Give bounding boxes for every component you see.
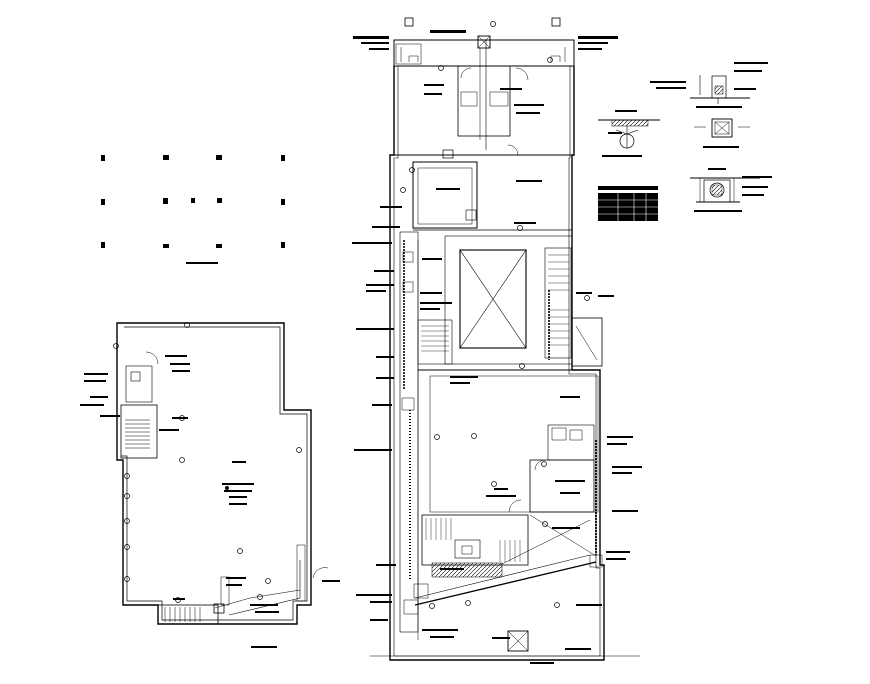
detail-section-1-labels <box>650 62 768 108</box>
detail-section-3 <box>690 177 760 203</box>
main-floor-plan <box>370 17 640 661</box>
legend-table <box>598 186 658 221</box>
detail-plan-box-labels <box>703 146 739 148</box>
column-grid-layout <box>101 155 285 264</box>
left-floor-plan <box>113 322 329 625</box>
detail-plan-box <box>694 118 750 138</box>
detail-section-2-labels <box>602 110 642 157</box>
detail-section-2 <box>598 119 660 149</box>
left-plan-annotation-tags <box>80 355 340 648</box>
detail-section-3-labels <box>694 168 772 212</box>
main-plan-annotation-tags <box>352 30 642 664</box>
detail-section-1 <box>690 75 750 104</box>
